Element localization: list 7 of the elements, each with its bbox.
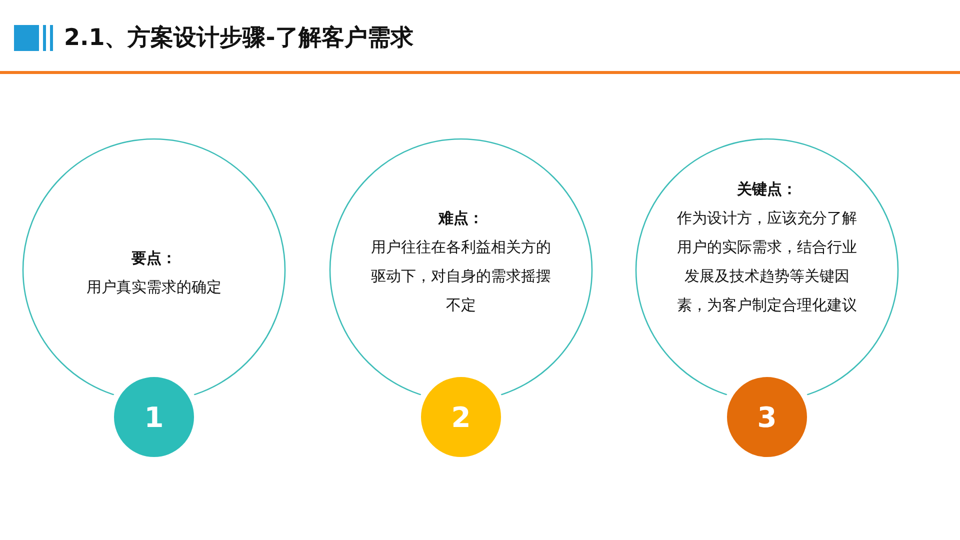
- description: 用户往往在各利益相关方的驱动下，对自身的需求摇摆不定: [371, 237, 551, 316]
- description: 作为设计方，应该充分了解用户的实际需求，结合行业发展及技术趋势等关键因素，为客户制定合理化建议: [677, 208, 857, 316]
- heading: 难点：: [438, 208, 484, 229]
- description: 用户真实需求的确定: [86, 277, 222, 298]
- title: 2.1、方案设计步骤-了解客户需求: [64, 24, 414, 53]
- heading: 要点：: [132, 248, 176, 269]
- heading: 关键点：: [737, 179, 797, 200]
